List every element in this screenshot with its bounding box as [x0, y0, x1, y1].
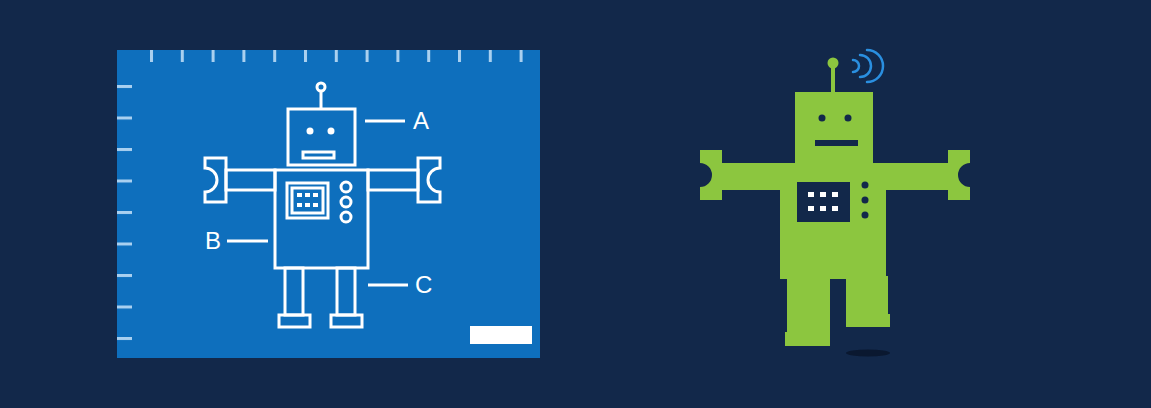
- robot-arm: [368, 170, 418, 190]
- robot-mouth: [303, 152, 334, 158]
- button: [341, 212, 351, 222]
- robot-leg: [787, 276, 830, 334]
- leader-line: [365, 120, 405, 123]
- robot-claw: [700, 150, 722, 200]
- robot-leg: [337, 268, 355, 315]
- robot-claw: [418, 158, 440, 202]
- leader-line: [227, 240, 268, 243]
- robot-leg: [846, 276, 888, 316]
- ruler-ticks-top: [148, 50, 523, 64]
- robot-foot: [331, 315, 362, 327]
- leader-line: [368, 284, 408, 287]
- robot-body: [275, 170, 368, 268]
- robot-claw: [205, 158, 226, 202]
- blueprint-panel: [117, 50, 540, 358]
- robot-details: [297, 128, 335, 208]
- antenna: [831, 63, 835, 93]
- robot-foot: [279, 315, 310, 327]
- part-label: A: [413, 109, 429, 133]
- button: [341, 197, 351, 207]
- robot-leg: [285, 268, 303, 315]
- antenna-tip: [317, 83, 325, 91]
- robot-foot: [846, 314, 890, 327]
- robot-head: [288, 109, 355, 165]
- chest-panel: [287, 183, 328, 218]
- title-block: [470, 326, 532, 344]
- robot-foot: [785, 332, 830, 346]
- robot-head: [795, 92, 873, 168]
- green-robot: [700, 50, 970, 357]
- robot-arm: [226, 170, 275, 190]
- part-label: B: [205, 229, 221, 253]
- ruler-ticks-left: [117, 84, 133, 344]
- chest-panel: [797, 182, 850, 222]
- signal-waves: [853, 50, 883, 82]
- button: [341, 182, 351, 192]
- robot-outline: [205, 83, 440, 327]
- shadow: [846, 350, 890, 357]
- chest-panel-inner: [292, 188, 323, 213]
- robot-claw: [948, 150, 970, 200]
- part-label: C: [415, 273, 432, 297]
- antenna: [320, 91, 323, 109]
